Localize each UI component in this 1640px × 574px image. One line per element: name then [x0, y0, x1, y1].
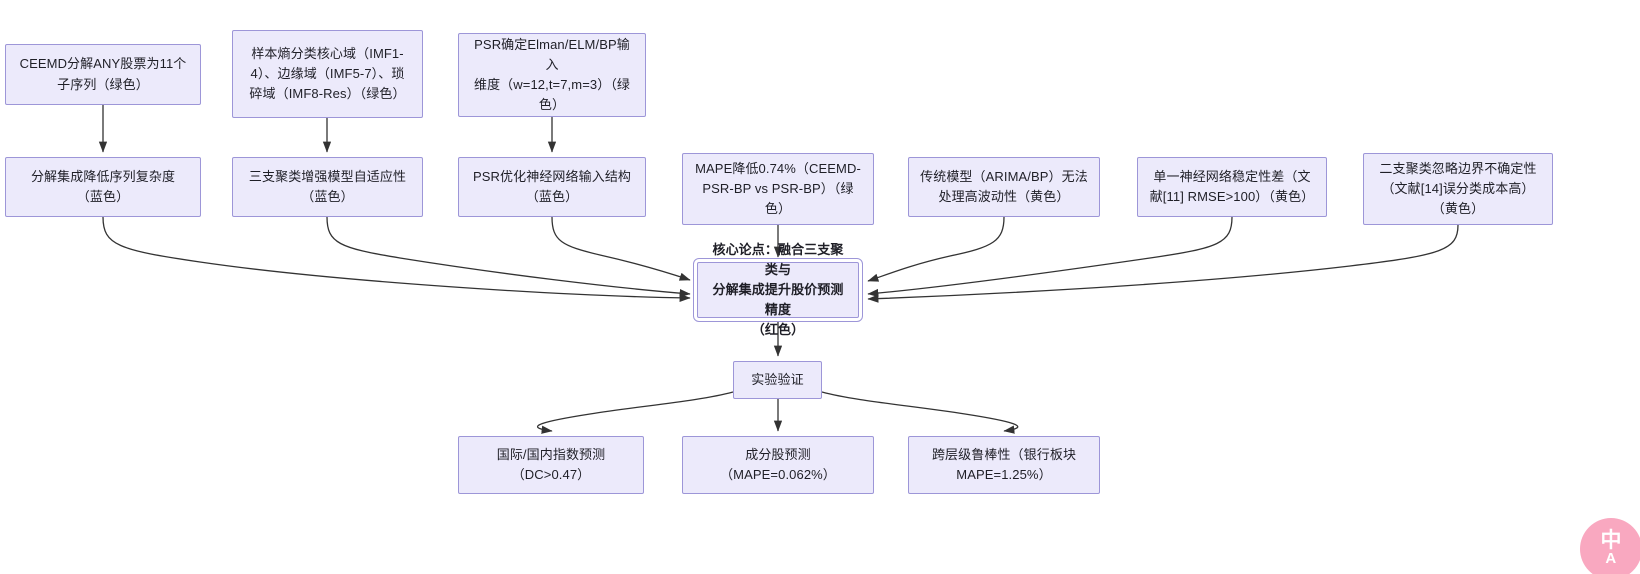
- node-psr-optimizes-network-input[interactable]: PSR优化神经网络输入结构 （蓝色）: [458, 157, 646, 217]
- watermark-text: 中 A: [1601, 530, 1622, 566]
- node-sample-entropy-classification[interactable]: 样本熵分类核心域（IMF1- 4）、边缘域（IMF5-7）、琐 碎域（IMF8-…: [232, 30, 423, 118]
- node-ceemd-decomposition[interactable]: CEEMD分解ANY股票为11个 子序列（绿色）: [5, 44, 201, 105]
- node-index-prediction-result[interactable]: 国际/国内指数预测 （DC>0.47）: [458, 436, 644, 494]
- edge-y3-core: [867, 224, 1459, 303]
- node-label: 三支聚类增强模型自适应性 （蓝色）: [248, 168, 407, 204]
- node-label: 分解集成降低序列复杂度 （蓝色）: [30, 168, 176, 204]
- watermark-badge: 中 A: [1580, 518, 1640, 574]
- node-single-network-instability[interactable]: 单一神经网络稳定性差（文 献[11] RMSE>100）（黄色）: [1137, 157, 1327, 217]
- node-label: 二支聚类忽略边界不确定性 （文献[14]误分类成本高） （黄色）: [1379, 160, 1537, 217]
- edge-b2-core: [326, 216, 691, 298]
- node-cross-level-robustness-result[interactable]: 跨层级鲁棒性（银行板块 MAPE=1.25%）: [908, 436, 1100, 494]
- node-mape-improvement-evidence[interactable]: MAPE降低0.74%（CEEMD- PSR-BP vs PSR-BP）（绿 色…: [682, 153, 874, 225]
- edge-y1-core: [867, 216, 1005, 282]
- node-experimental-validation[interactable]: 实验验证: [733, 361, 822, 399]
- edge-exp-r1: [537, 391, 734, 434]
- node-label: 核心论点：融合三支聚类与 分解集成提升股价预测精度 （红色）: [712, 241, 844, 338]
- node-label: 国际/国内指数预测 （DC>0.47）: [496, 446, 606, 482]
- edge-b3-core: [551, 216, 691, 281]
- node-traditional-model-limitation[interactable]: 传统模型（ARIMA/BP）无法 处理高波动性（黄色）: [908, 157, 1100, 217]
- node-constituent-stock-result[interactable]: 成分股预测 （MAPE=0.062%）: [682, 436, 874, 494]
- watermark-secondary-label: A: [1605, 550, 1617, 567]
- node-label: PSR优化神经网络输入结构 （蓝色）: [472, 168, 632, 204]
- edge-b1-core: [102, 216, 691, 302]
- node-three-way-clustering-adaptivity[interactable]: 三支聚类增强模型自适应性 （蓝色）: [232, 157, 423, 217]
- node-label: MAPE降低0.74%（CEEMD- PSR-BP vs PSR-BP）（绿 色…: [695, 160, 861, 217]
- node-label: 单一神经网络稳定性差（文 献[11] RMSE>100）（黄色）: [1149, 168, 1315, 204]
- node-label: PSR确定Elman/ELM/BP输入 维度（w=12,t=7,m=3）（绿 色…: [473, 36, 631, 113]
- edge-y2-core: [867, 216, 1233, 298]
- node-label: 实验验证: [751, 371, 804, 387]
- node-label: 传统模型（ARIMA/BP）无法 处理高波动性（黄色）: [920, 168, 1088, 204]
- node-decomposition-reduces-complexity[interactable]: 分解集成降低序列复杂度 （蓝色）: [5, 157, 201, 217]
- node-core-thesis[interactable]: 核心论点：融合三支聚类与 分解集成提升股价预测精度 （红色）: [693, 242, 863, 337]
- edge-exp-r3: [821, 391, 1019, 434]
- node-label: 跨层级鲁棒性（银行板块 MAPE=1.25%）: [931, 446, 1077, 482]
- node-label: 样本熵分类核心域（IMF1- 4）、边缘域（IMF5-7）、琐 碎域（IMF8-…: [249, 45, 406, 102]
- node-label: CEEMD分解ANY股票为11个 子序列（绿色）: [19, 56, 187, 92]
- node-two-way-clustering-boundary[interactable]: 二支聚类忽略边界不确定性 （文献[14]误分类成本高） （黄色）: [1363, 153, 1553, 225]
- watermark-primary-label: 中: [1600, 529, 1622, 552]
- node-label: 成分股预测 （MAPE=0.062%）: [720, 446, 836, 482]
- node-psr-input-dimension[interactable]: PSR确定Elman/ELM/BP输入 维度（w=12,t=7,m=3）（绿 色…: [458, 33, 646, 117]
